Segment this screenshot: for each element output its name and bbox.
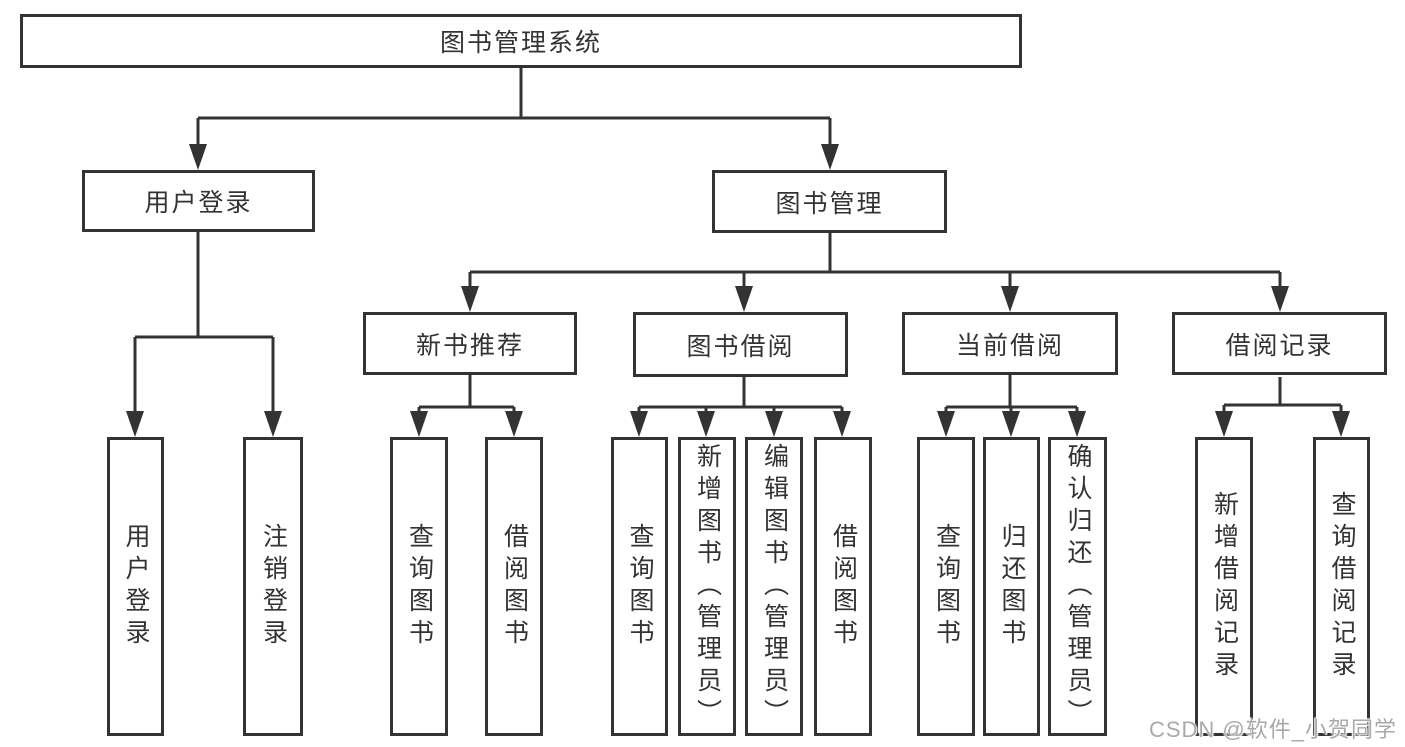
leaf-query-borrow-record: 查询借阅记录 — [1313, 437, 1370, 736]
leaf-return-books: 归还图书 — [983, 437, 1040, 736]
leaf-query-books-recommend: 查询图书 — [390, 437, 448, 736]
leaf-confirm-return-admin: 确认归还（管理员） — [1048, 437, 1107, 736]
node-borrow-records: 借阅记录 — [1172, 312, 1387, 375]
leaf-query-books-current: 查询图书 — [917, 437, 975, 736]
node-book-management: 图书管理 — [712, 170, 947, 233]
leaf-edit-books-admin: 编辑图书（管理员） — [745, 437, 803, 736]
leaf-borrow-books-recommend: 借阅图书 — [485, 437, 543, 736]
leaf-query-books-borrowing: 查询图书 — [611, 437, 668, 736]
node-current-borrowing: 当前借阅 — [902, 312, 1118, 375]
node-new-book-recommend: 新书推荐 — [363, 312, 577, 375]
leaf-borrow-books-borrowing: 借阅图书 — [814, 437, 872, 736]
node-user-login: 用户登录 — [82, 170, 315, 232]
arrowhead-icons — [126, 144, 1350, 437]
leaf-add-borrow-record: 新增借阅记录 — [1195, 437, 1253, 736]
leaf-user-login: 用户登录 — [107, 437, 164, 736]
node-library-system: 图书管理系统 — [20, 14, 1022, 68]
node-book-borrowing: 图书借阅 — [633, 312, 848, 377]
leaf-logout: 注销登录 — [243, 437, 303, 736]
csdn-watermark: CSDN @软件_小贺同学 — [1148, 717, 1397, 742]
leaf-add-books-admin: 新增图书（管理员） — [678, 437, 736, 736]
